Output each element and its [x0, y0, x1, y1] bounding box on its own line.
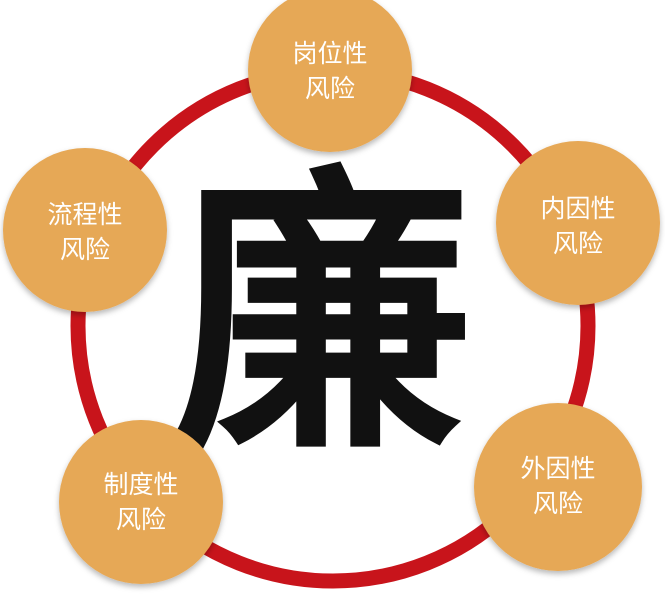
node-circle	[474, 403, 642, 571]
node-label-line2: 风险	[553, 229, 603, 258]
node-waiyin-risk: 外因性 风险	[474, 403, 642, 571]
center-character-lian: 廉	[172, 138, 472, 491]
node-label-line2: 风险	[60, 235, 110, 264]
node-circle	[248, 0, 412, 152]
node-gangwei-risk: 岗位性 风险	[248, 0, 412, 152]
node-label-line1: 外因性	[520, 454, 595, 483]
node-liucheng-risk: 流程性 风险	[3, 148, 167, 312]
node-label-line2: 风险	[116, 505, 166, 534]
node-label-line1: 岗位性	[292, 39, 367, 68]
node-label-line1: 制度性	[103, 470, 178, 499]
node-label-line1: 内因性	[540, 194, 615, 223]
node-circle	[3, 148, 167, 312]
node-circle	[59, 420, 223, 584]
node-neiyin-risk: 内因性 风险	[496, 141, 660, 305]
node-label-line1: 流程性	[47, 200, 122, 229]
node-label-line2: 风险	[305, 74, 355, 103]
node-circle	[496, 141, 660, 305]
node-label-line2: 风险	[533, 489, 583, 518]
node-zhidu-risk: 制度性 风险	[59, 420, 223, 584]
